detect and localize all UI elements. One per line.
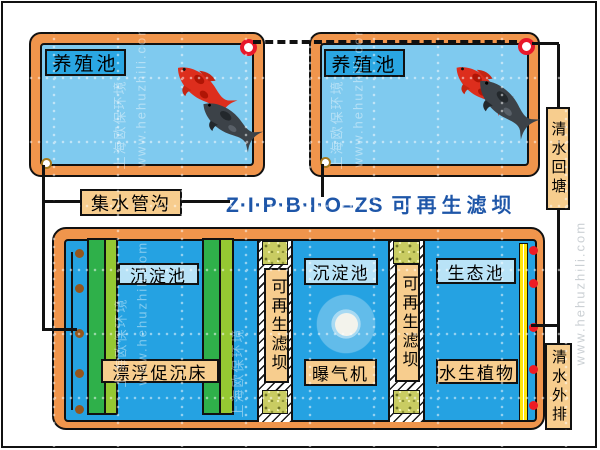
pond-2-label-text: 养殖池 [331, 54, 398, 76]
outlet-pipe-stub [531, 324, 560, 327]
recirculation-dashed-line [253, 40, 517, 44]
aquatic-plants-label-text: 水生植物 [439, 364, 515, 383]
floating-bed-dark-strip [204, 240, 221, 413]
outlet-nozzle-dot [528, 245, 538, 255]
manifold-nozzle-dot [74, 368, 84, 378]
floating-bed-bar [87, 238, 118, 415]
manifold-nozzle-dot [74, 248, 84, 258]
pond-1-label: 养殖池 [45, 49, 126, 76]
system-title: Z·I·P·B·I·O–ZS 可再生滤坝 [226, 189, 516, 218]
filter-dam-label-text: 可再生滤坝 [399, 275, 417, 370]
clean-water-discharge-label: 清水外排 [545, 343, 572, 430]
pond-1-label-text: 养殖池 [52, 54, 119, 75]
floating-bed-bar [202, 238, 234, 415]
treatment-tank: 可再生滤坝 可再生滤坝 沉淀池 漂浮促沉床 沉淀池 曝气机 [52, 227, 545, 430]
collector-trench-label: 集水管沟 [80, 189, 182, 216]
outlet-nozzle-dot [528, 278, 538, 288]
aquatic-plants-label: 水生植物 [436, 359, 518, 384]
filter-media-block [261, 390, 288, 414]
sedimentation-label: 沉淀池 [118, 263, 199, 286]
outlet-screen-bar [519, 243, 528, 421]
fish-pond-2: 养殖池 [309, 32, 541, 177]
system-title-latin: Z·I·P·B·I·O–ZS [226, 194, 384, 217]
collector-pipe-stub-left [44, 200, 82, 203]
tank-inlet-line [44, 328, 77, 331]
sedimentation-label: 沉淀池 [304, 258, 378, 285]
sedimentation-label-text: 沉淀池 [130, 266, 187, 286]
aerator-label: 曝气机 [304, 359, 377, 386]
clean-water-return-text: 清水回塘 [549, 120, 567, 197]
outlet-nozzle-dot [528, 364, 538, 374]
filter-dam-label: 可再生滤坝 [264, 268, 289, 383]
aerator-label-text: 曝气机 [312, 365, 369, 384]
outlet-nozzle-dot [528, 400, 538, 410]
floating-bed-label: 漂浮促沉床 [101, 359, 219, 383]
filter-media-block [393, 241, 420, 264]
floating-bed-light-strip [221, 240, 232, 413]
floating-bed-dark-strip [89, 240, 106, 413]
filter-dam-label-text: 可再生滤坝 [268, 278, 286, 373]
pond-2-label: 养殖池 [324, 49, 405, 77]
collector-trench-label-text: 集水管沟 [91, 193, 171, 214]
floating-bed-light-strip [106, 240, 116, 413]
collector-pipe-stub-right [180, 200, 230, 203]
return-pipe-stub-top [532, 42, 559, 45]
filter-media-block [261, 241, 288, 265]
eco-pond-label-text: 生态池 [447, 263, 505, 283]
manifold-nozzle-dot [74, 404, 84, 414]
clean-water-return-label: 清水回塘 [546, 107, 570, 210]
eco-pond-label: 生态池 [436, 258, 516, 284]
sedimentation-label-text: 沉淀池 [312, 264, 370, 283]
fish-pond-1: 养殖池 [29, 32, 265, 177]
collector-pipe-vertical [42, 165, 45, 331]
filter-dam-label: 可再生滤坝 [395, 263, 420, 382]
aerator-icon [334, 312, 358, 336]
clean-water-discharge-text: 清水外排 [550, 348, 567, 425]
overflow-outlet-icon [518, 38, 535, 55]
inlet-manifold-pipe [70, 252, 73, 410]
filter-media-block [393, 390, 420, 414]
floating-bed-label-text: 漂浮促沉床 [112, 363, 208, 383]
system-title-cn: 可再生滤坝 [391, 195, 517, 217]
manifold-nozzle-dot [74, 283, 84, 293]
